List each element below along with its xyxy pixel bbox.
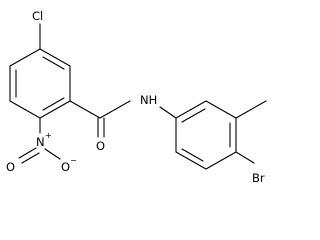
nitro-oxygen-left-label: O xyxy=(6,160,15,174)
nitro-nitrogen-label: N xyxy=(36,135,45,149)
chlorine-atom-label: Cl xyxy=(32,9,43,23)
bromine-atom-label: Br xyxy=(252,171,265,185)
bond-ring-right-2 xyxy=(205,100,237,119)
bond-ring-left-3 xyxy=(39,100,71,119)
chemical-structure-diagram: Cl O NH N + O O − Br xyxy=(6,9,267,185)
nitro-oxygen-right-label: O xyxy=(61,160,70,174)
bond-ring-left-1 xyxy=(39,48,71,67)
bond-ring-left-double-a xyxy=(42,56,65,70)
bond-ring-carbonyl xyxy=(69,100,101,119)
bond-ring-right-1 xyxy=(175,100,207,119)
bond-carbonyl-n xyxy=(99,100,131,119)
bond-ring-left-6 xyxy=(9,48,41,67)
bond-n-o-left-1 xyxy=(18,147,37,159)
nitro-oxygen-minus-charge: − xyxy=(70,156,77,165)
bond-ring-right-double-c xyxy=(181,148,204,162)
bond-ring-right-4 xyxy=(205,151,237,170)
left-benzene-ring xyxy=(9,48,71,119)
bond-n-aryl xyxy=(159,106,177,119)
amide-nh-label: NH xyxy=(140,93,157,107)
bond-n-o-right xyxy=(44,148,61,160)
bond-ring-right-double-a xyxy=(181,108,206,123)
nitro-nitrogen-plus-charge: + xyxy=(45,131,52,140)
bond-ring-left-4 xyxy=(9,100,41,119)
right-benzene-ring xyxy=(175,100,237,170)
carbonyl-oxygen-label: O xyxy=(96,139,105,153)
bond-c-br xyxy=(235,151,255,164)
bond-methyl xyxy=(235,100,267,119)
bond-ring-right-5 xyxy=(175,151,207,170)
bond-ring-left-double-b xyxy=(42,97,65,111)
bond-n-o-left-2 xyxy=(21,152,40,164)
